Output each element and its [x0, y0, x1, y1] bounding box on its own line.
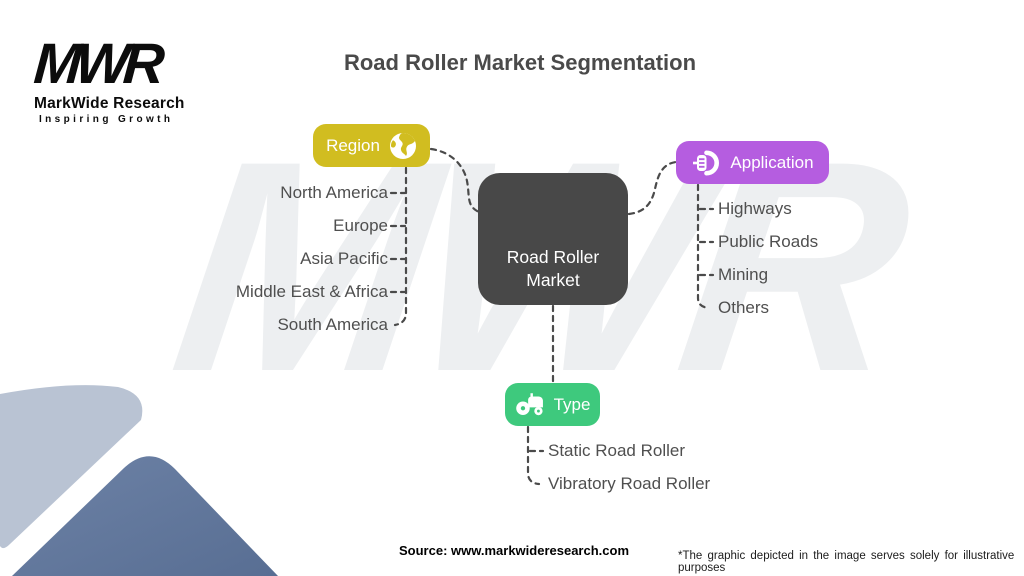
branch-node-application: Application — [676, 141, 829, 184]
application-item: Others — [718, 298, 770, 317]
application-node-label: Application — [730, 152, 814, 172]
type-branch-line — [526, 425, 541, 486]
center-node-label-line2: Market — [526, 270, 580, 290]
region-item: South America — [277, 315, 388, 334]
connector-region-center — [429, 147, 481, 214]
application-item: Highways — [718, 199, 792, 218]
corner-shape-light — [0, 385, 143, 549]
roller-drum-icon — [691, 148, 721, 178]
branch-node-type: Type — [505, 383, 600, 426]
logo-name: MarkWide Research — [34, 95, 185, 112]
globe-icon — [389, 132, 417, 160]
source-text: Source: www.markwideresearch.com — [399, 543, 630, 558]
center-node: Road Roller Market — [478, 173, 628, 305]
region-branch-line — [393, 166, 408, 327]
application-branch-line — [696, 183, 711, 310]
page-title: Road Roller Market Segmentation — [343, 50, 697, 75]
region-node-label: Region — [326, 135, 380, 155]
application-item: Public Roads — [718, 232, 819, 251]
type-item: Vibratory Road Roller — [548, 474, 711, 493]
disclaimer-text: *The graphic depicted in the image serve… — [678, 550, 1015, 574]
logo-tagline: Inspiring Growth — [39, 114, 174, 125]
type-item: Static Road Roller — [548, 441, 686, 460]
branch-node-region: Region — [313, 124, 430, 167]
region-item: North America — [280, 183, 388, 202]
region-item: Europe — [333, 216, 388, 235]
region-item: Middle East & Africa — [235, 282, 388, 301]
application-item: Mining — [718, 265, 769, 284]
connector-center-application — [627, 160, 678, 216]
road-roller-icon — [515, 392, 545, 417]
type-node-label: Type — [553, 394, 591, 414]
logo-mark: MWR — [31, 32, 161, 96]
region-item: Asia Pacific — [300, 249, 388, 268]
center-node-label-line1: Road Roller — [506, 247, 600, 267]
corner-shape-dark — [12, 456, 278, 576]
logo: MWR MarkWide Research Inspiring Growth — [31, 32, 185, 125]
